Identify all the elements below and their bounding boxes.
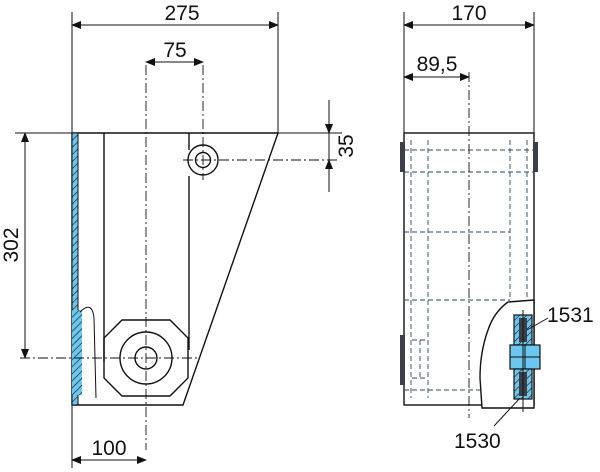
front-wall-hatch (71, 132, 79, 406)
part-labels: 1531 1530 (454, 304, 594, 453)
side-tab-top-left (400, 142, 405, 172)
side-tab-bottom-left (400, 335, 405, 385)
side-tab-top-right (533, 142, 538, 172)
front-weld-hatch (72, 310, 82, 395)
front-body (71, 132, 279, 406)
dim-side-center-offset: 89,5 (417, 53, 458, 76)
front-weld-curve (79, 306, 97, 399)
dim-bottom-hole-offset: 100 (91, 437, 126, 460)
dim-top-hole-offset: 35 (335, 134, 358, 157)
dim-side-width: 170 (451, 2, 486, 25)
part-label-lower: 1530 (454, 430, 501, 453)
side-view (400, 72, 541, 418)
dim-height: 302 (0, 227, 23, 262)
front-dimensions: 275 75 35 302 100 (0, 2, 358, 468)
front-lower-boss (103, 319, 189, 397)
front-view (20, 65, 338, 450)
dim-hole-spacing: 75 (163, 39, 186, 62)
dim-overall-width: 275 (164, 2, 199, 25)
side-dimensions: 170 89,5 (403, 2, 535, 133)
part-label-upper: 1531 (547, 304, 594, 327)
